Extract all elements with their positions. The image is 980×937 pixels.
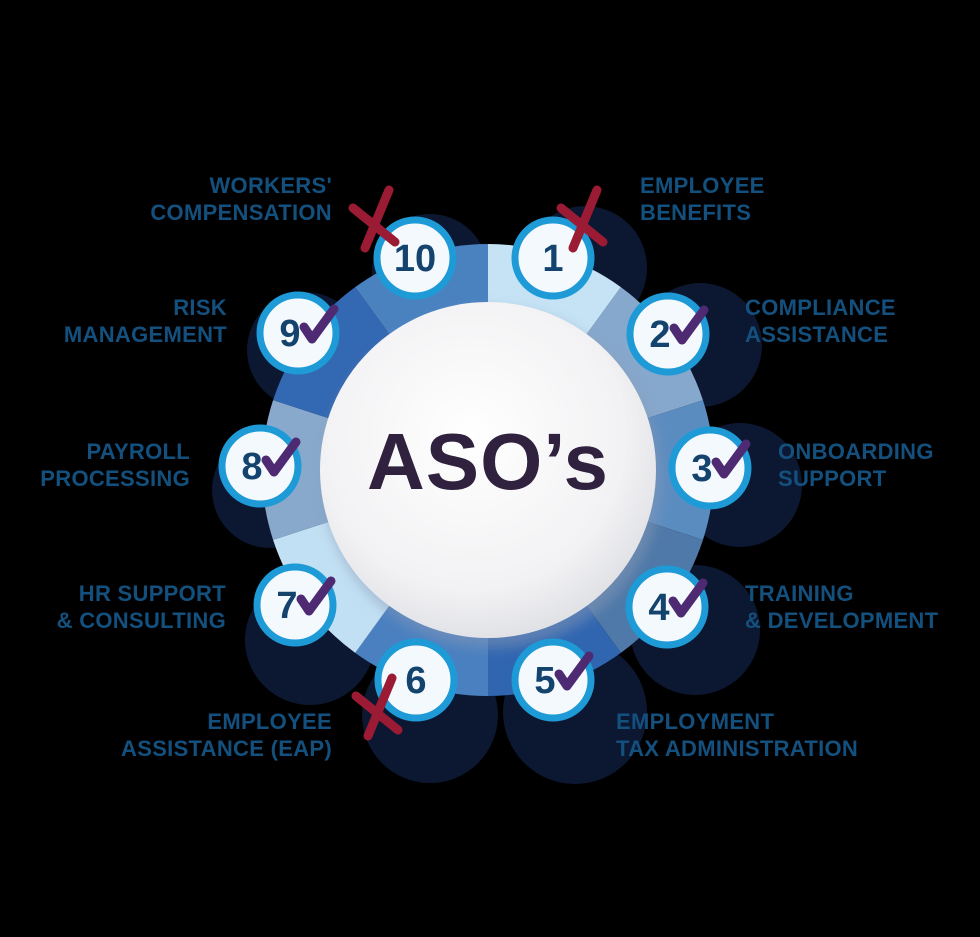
badge-number: 6 bbox=[405, 660, 426, 702]
center-disc bbox=[320, 302, 656, 638]
label-line1: EMPLOYMENT bbox=[616, 709, 775, 734]
label-line1: ONBOARDING bbox=[778, 439, 934, 464]
label-line2: SUPPORT bbox=[778, 466, 887, 491]
number-badge bbox=[374, 638, 458, 722]
ring-segment bbox=[273, 516, 400, 653]
label-line2: & DEVELOPMENT bbox=[745, 608, 939, 633]
badges: 1 2 3 4 5 6 7 8 9 10 bbox=[218, 185, 752, 741]
check-icon bbox=[668, 578, 708, 618]
badge-item-7: 7 bbox=[253, 563, 337, 647]
badge-item-2: 2 bbox=[626, 292, 710, 376]
label-item-7: HR SUPPORT & CONSULTING bbox=[57, 580, 226, 634]
label-line1: EMPLOYEE bbox=[640, 173, 765, 198]
badge-item-10: 10 bbox=[348, 185, 457, 300]
label-line1: COMPLIANCE bbox=[745, 295, 896, 320]
badge-number: 9 bbox=[279, 313, 300, 355]
badge-number: 5 bbox=[534, 660, 555, 702]
label-item-3: ONBOARDING SUPPORT bbox=[778, 438, 934, 492]
label-item-6: EMPLOYEE ASSISTANCE (EAP) bbox=[121, 708, 332, 762]
badge-item-9: 9 bbox=[256, 291, 340, 375]
check-icon bbox=[711, 439, 751, 479]
check-icon bbox=[296, 576, 336, 616]
cross-icon bbox=[351, 673, 403, 741]
check-icon bbox=[554, 651, 594, 691]
label-line2: ASSISTANCE bbox=[745, 322, 889, 347]
ring-segment bbox=[273, 287, 400, 424]
badge-item-6: 6 bbox=[351, 638, 458, 741]
label-line1: EMPLOYEE bbox=[207, 709, 332, 734]
badge-number: 10 bbox=[394, 238, 436, 280]
label-item-9: RISK MANAGEMENT bbox=[64, 294, 227, 348]
number-badge bbox=[511, 638, 595, 722]
badge-number: 1 bbox=[542, 238, 563, 280]
check-icon bbox=[299, 304, 339, 344]
label-line2: MANAGEMENT bbox=[63, 322, 227, 347]
label-item-4: TRAINING & DEVELOPMENT bbox=[745, 580, 938, 634]
badge-number: 2 bbox=[649, 314, 670, 356]
number-badge bbox=[625, 565, 709, 649]
badge-item-1: 1 bbox=[511, 185, 608, 300]
badge-number: 4 bbox=[648, 587, 669, 629]
check-icon bbox=[669, 305, 709, 345]
number-badge bbox=[253, 563, 337, 647]
label-item-5: EMPLOYMENT TAX ADMINISTRATION bbox=[616, 708, 858, 762]
label-item-8: PAYROLL PROCESSING bbox=[40, 438, 190, 492]
badge-item-3: 3 bbox=[668, 426, 752, 510]
label-line2: ASSISTANCE (EAP) bbox=[121, 736, 332, 761]
label-line1: WORKERS' bbox=[209, 173, 332, 198]
cross-icon bbox=[348, 185, 400, 253]
label-line1: HR SUPPORT bbox=[78, 581, 226, 606]
center-title: ASO’s bbox=[366, 417, 610, 506]
badge-item-4: 4 bbox=[625, 565, 709, 649]
number-badge bbox=[218, 424, 302, 508]
number-badge bbox=[668, 426, 752, 510]
badge-number: 7 bbox=[276, 585, 297, 627]
check-icon bbox=[261, 437, 301, 477]
label-line1: PAYROLL bbox=[86, 439, 190, 464]
badge-item-8: 8 bbox=[218, 424, 302, 508]
cross-icon bbox=[556, 185, 608, 253]
label-line1: TRAINING bbox=[745, 581, 854, 606]
badge-item-5: 5 bbox=[511, 638, 595, 722]
label-line2: TAX ADMINISTRATION bbox=[616, 736, 859, 761]
label-line2: & CONSULTING bbox=[56, 608, 226, 633]
badge-number: 8 bbox=[241, 446, 262, 488]
label-line2: BENEFITS bbox=[640, 200, 752, 225]
label-line1: RISK bbox=[173, 295, 227, 320]
label-item-1: EMPLOYEE BENEFITS bbox=[640, 172, 765, 226]
label-line2: COMPENSATION bbox=[150, 200, 332, 225]
label-item-10: WORKERS' COMPENSATION bbox=[150, 172, 332, 226]
number-badge bbox=[626, 292, 710, 376]
badge-number: 3 bbox=[691, 448, 712, 490]
label-line2: PROCESSING bbox=[40, 466, 190, 491]
label-item-2: COMPLIANCE ASSISTANCE bbox=[745, 294, 896, 348]
number-badge bbox=[256, 291, 340, 375]
